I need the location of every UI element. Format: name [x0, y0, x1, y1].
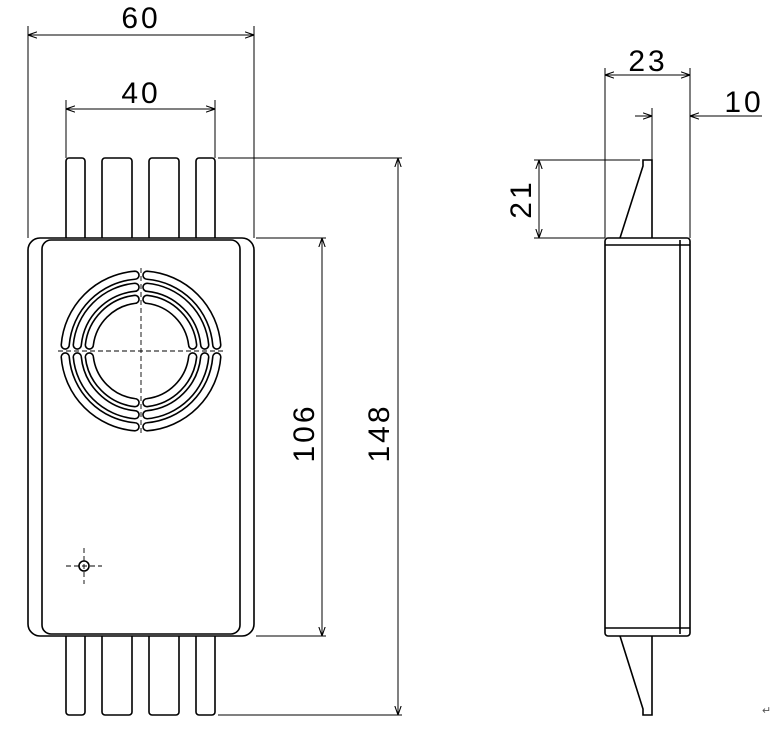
bottom-connector-pins — [65, 631, 216, 716]
vent-slot — [60, 352, 140, 432]
overall-height-dimension: 148 — [363, 403, 396, 462]
front-view: 60 40 148 106 — [27, 2, 402, 716]
mounting-hole — [66, 548, 102, 584]
side-body — [604, 237, 691, 637]
connector-span-dimension: 40 — [121, 77, 160, 110]
vent-grille — [58, 268, 224, 434]
front-extension-lines — [27, 26, 402, 716]
vent-slot — [142, 352, 210, 420]
depth-dimension: 23 — [628, 45, 667, 78]
tab-height-dimension: 21 — [505, 179, 538, 218]
vent-slot — [60, 270, 140, 350]
front-dimension-lines — [28, 35, 398, 715]
side-view: 23 10 21 — [505, 45, 763, 716]
enclosure — [27, 237, 255, 637]
vent-slot — [72, 282, 140, 350]
vent-slot — [142, 352, 198, 408]
paragraph-mark: ↵ — [762, 705, 771, 717]
top-connector-pins — [65, 157, 216, 241]
vent-slot — [84, 352, 140, 408]
vent-slot — [142, 294, 198, 350]
vent-slot — [142, 282, 210, 350]
tab-offset-dimension: 10 — [724, 86, 763, 119]
body-height-dimension: 106 — [288, 403, 321, 462]
vent-slot — [142, 352, 222, 432]
side-extension-lines — [534, 68, 691, 239]
side-dimension-lines — [539, 75, 762, 238]
overall-width-dimension: 60 — [121, 2, 160, 35]
top-mounting-tab — [619, 159, 653, 239]
vent-slot — [72, 352, 140, 420]
vent-slot — [84, 294, 140, 350]
bottom-mounting-tab — [619, 635, 653, 716]
vent-slot — [142, 270, 222, 350]
